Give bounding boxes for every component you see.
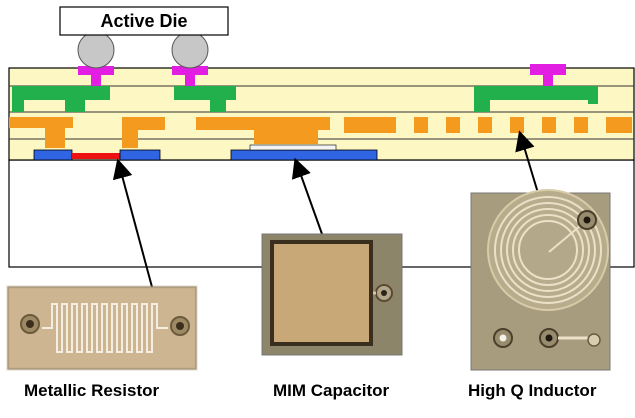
inductor-arrow [515,130,539,194]
inductor-caption: High Q Inductor [468,381,597,400]
resistor-film [72,153,120,159]
capacitor-bottom-plate [230,149,378,161]
resistor-arrow [112,158,153,288]
capacitor-caption: MIM Capacitor [273,381,390,400]
solder-bumps [77,31,209,69]
capacitor-dielectric [249,144,337,151]
capacitor-photo [261,233,403,356]
green-metal-layer [12,86,598,112]
inductor-photo [470,189,611,371]
resistor-pad-left [33,149,73,161]
magenta-pads [78,64,566,86]
resistor-pad-right [119,149,161,161]
resistor-photo [6,285,198,371]
solder-bump [77,31,115,69]
active-die-label: Active Die [100,11,187,31]
resistor-caption: Metallic Resistor [24,381,160,400]
solder-bump [171,31,209,69]
orange-metal-layer [9,117,632,148]
capacitor-arrow [291,157,323,235]
active-die [59,6,229,36]
